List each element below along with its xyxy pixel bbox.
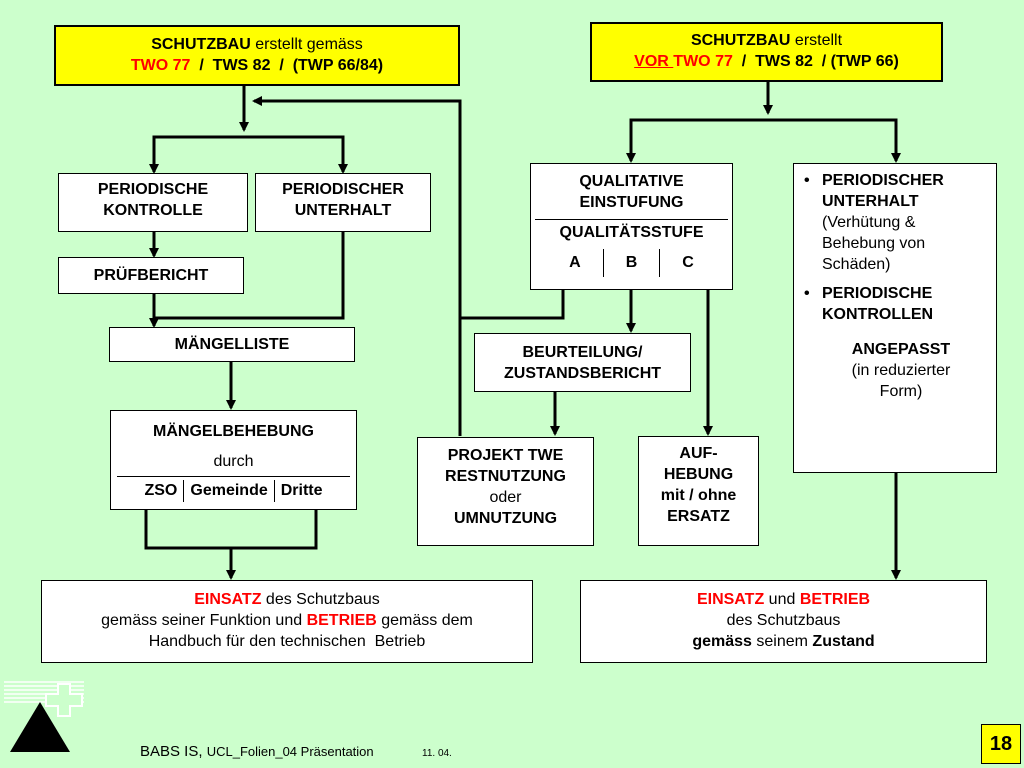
top-right-header-box: SCHUTZBAU erstellt VOR TWO 77 / TWS 82 /… [590,22,943,82]
footer-date: 11. 04. [422,748,452,759]
bullet-dot-icon: • [804,172,810,189]
qualitative-einstufung-box: QUALITATIVE EINSTUFUNG QUALITÄTSSTUFE A B… [530,163,733,290]
header-right-rest: erstellt [790,32,843,49]
beurteilung-box: BEURTEILUNG/ ZUSTANDSBERICHT [474,333,691,392]
einsatz-right-box: EINSATZ und BETRIEB des Schutzbaus gemäs… [580,580,987,663]
header-left-sep: / [190,57,213,74]
header-left-tws: TWS 82 [212,57,271,74]
footer-babs: BABS IS, [140,743,207,760]
bullet-dot-icon: • [804,285,810,302]
einsatz-left-line2a: gemäss seiner Funktion und [101,612,307,629]
aufhebung-line3: mit / ohne [660,487,737,504]
einsatz-right-keyword: EINSATZ [696,591,765,608]
beurteilung-line1: BEURTEILUNG/ [522,344,643,361]
header-right-tws: TWS 82 [755,53,813,70]
loop-back-line [256,99,462,436]
split-line-left [152,135,345,160]
header-right-twp: (TWP 66) [830,53,899,70]
right-info-panel: • PERIODISCHER UNTERHALT (Verhütung & Be… [793,163,997,473]
bullet1-sub: (Verhütung & Behebung von Schäden) [822,214,926,273]
pruefbericht-box: PRÜFBERICHT [58,257,244,294]
projekt-line2: RESTNUTZUNG [445,468,566,485]
qual-to-projekt [460,290,565,320]
pruefbericht-label: PRÜFBERICHT [93,267,209,284]
gemeinde-label: Gemeinde [190,482,268,500]
einsatz-right-zustand: Zustand [812,633,875,650]
qualitaetsstufe-label: QUALITÄTSSTUFE [559,224,704,241]
projekt-line4: UMNUTZUNG [453,510,558,527]
einsatz-right-line2: des Schutzbaus [726,612,841,629]
einsatz-right-und: und [764,591,800,608]
footer-text: BABS IS, UCL_Folien_04 Präsentation [140,743,374,760]
header-left-two: TWO 77 [130,57,191,74]
einsatz-left-betrieb: BETRIEB [306,612,377,629]
page-number-badge: 18 [981,724,1021,764]
bullet2-title1: PERIODISCHE [822,285,933,302]
maengelbehebung-title: MÄNGELBEHEBUNG [153,423,314,440]
top-left-header-box: SCHUTZBAU erstellt gemäss TWO 77 / TWS 8… [54,25,460,86]
bullet2-title2: KONTROLLEN [822,306,934,323]
stufe-a: A [569,254,581,272]
header-left-sep2: / [270,57,293,74]
bullet1-title2: UNTERHALT [822,193,919,210]
periodische-kontrolle-box: PERIODISCHE KONTROLLE [58,173,248,232]
einsatz-left-box: EINSATZ des Schutzbaus gemäss seiner Fun… [41,580,533,663]
page-number: 18 [989,733,1013,755]
header-right-bold: SCHUTZBAU [690,32,791,49]
projekt-oder: oder [489,489,522,506]
zso-label: ZSO [144,482,178,500]
aufhebung-box: AUF- HEBUNG mit / ohne ERSATZ [638,436,759,546]
behebung-merge [144,510,318,550]
babs-logo-icon [4,681,84,752]
stufe-b: B [625,254,638,272]
reduziert-line1: (in reduzierter [851,362,951,379]
split-line-right [629,118,898,152]
maengelliste-label: MÄNGELLISTE [174,336,290,353]
einsatz-right-betrieb: BETRIEB [799,591,871,608]
bullet1-title1: PERIODISCHER [822,172,944,189]
header-right-vor: VOR [634,53,674,70]
aufhebung-line1: AUF- [679,445,718,462]
maengelliste-box: MÄNGELLISTE [109,327,355,362]
einsatz-right-gemaess: gemäss [692,633,752,650]
header-left-bold: SCHUTZBAU [151,36,251,53]
projekt-box: PROJEKT TWE RESTNUTZUNG oder UMNUTZUNG [417,437,594,546]
header-right-two: TWO 77 [673,53,733,70]
einsatz-left-des: des Schutzbaus [261,591,380,608]
einsatz-left-line2b: gemäss dem [376,612,473,629]
einsatz-left-keyword: EINSATZ [194,591,262,608]
header-left-rest: erstellt gemäss [250,36,363,53]
qualitative-line1: QUALITATIVE [579,173,684,190]
periodischer-unterhalt-box: PERIODISCHER UNTERHALT [255,173,431,232]
maengelbehebung-box: MÄNGELBEHEBUNG durch ZSO Gemeinde Dritte [110,410,357,510]
stufe-c: C [682,254,694,272]
angepasst-label: ANGEPASST [851,341,951,358]
periodische-kontrolle-label: PERIODISCHE KONTROLLE [97,181,209,219]
periodischer-unterhalt-label: PERIODISCHER UNTERHALT [282,181,404,219]
header-left-twp: (TWP 66/84) [292,57,384,74]
aufhebung-line4: ERSATZ [667,508,730,525]
footer-folien: UCL_Folien_04 Präsentation [206,744,374,759]
maengelbehebung-durch: durch [213,453,254,470]
beurteilung-line2: ZUSTANDSBERICHT [503,365,662,382]
header-right-sep: / [732,53,756,70]
dritte-label: Dritte [280,482,323,500]
projekt-line1: PROJEKT TWE [447,447,564,464]
einsatz-right-seinem: seinem [751,633,813,650]
header-right-sep2: / [812,53,831,70]
qualitative-line2: EINSTUFUNG [579,194,684,211]
footer-date-text: 11. 04. [422,748,452,759]
aufhebung-line2: HEBUNG [663,466,734,483]
reduziert-line2: Form) [879,383,923,400]
einsatz-left-line3: Handbuch für den technischen Betrieb [148,633,426,650]
